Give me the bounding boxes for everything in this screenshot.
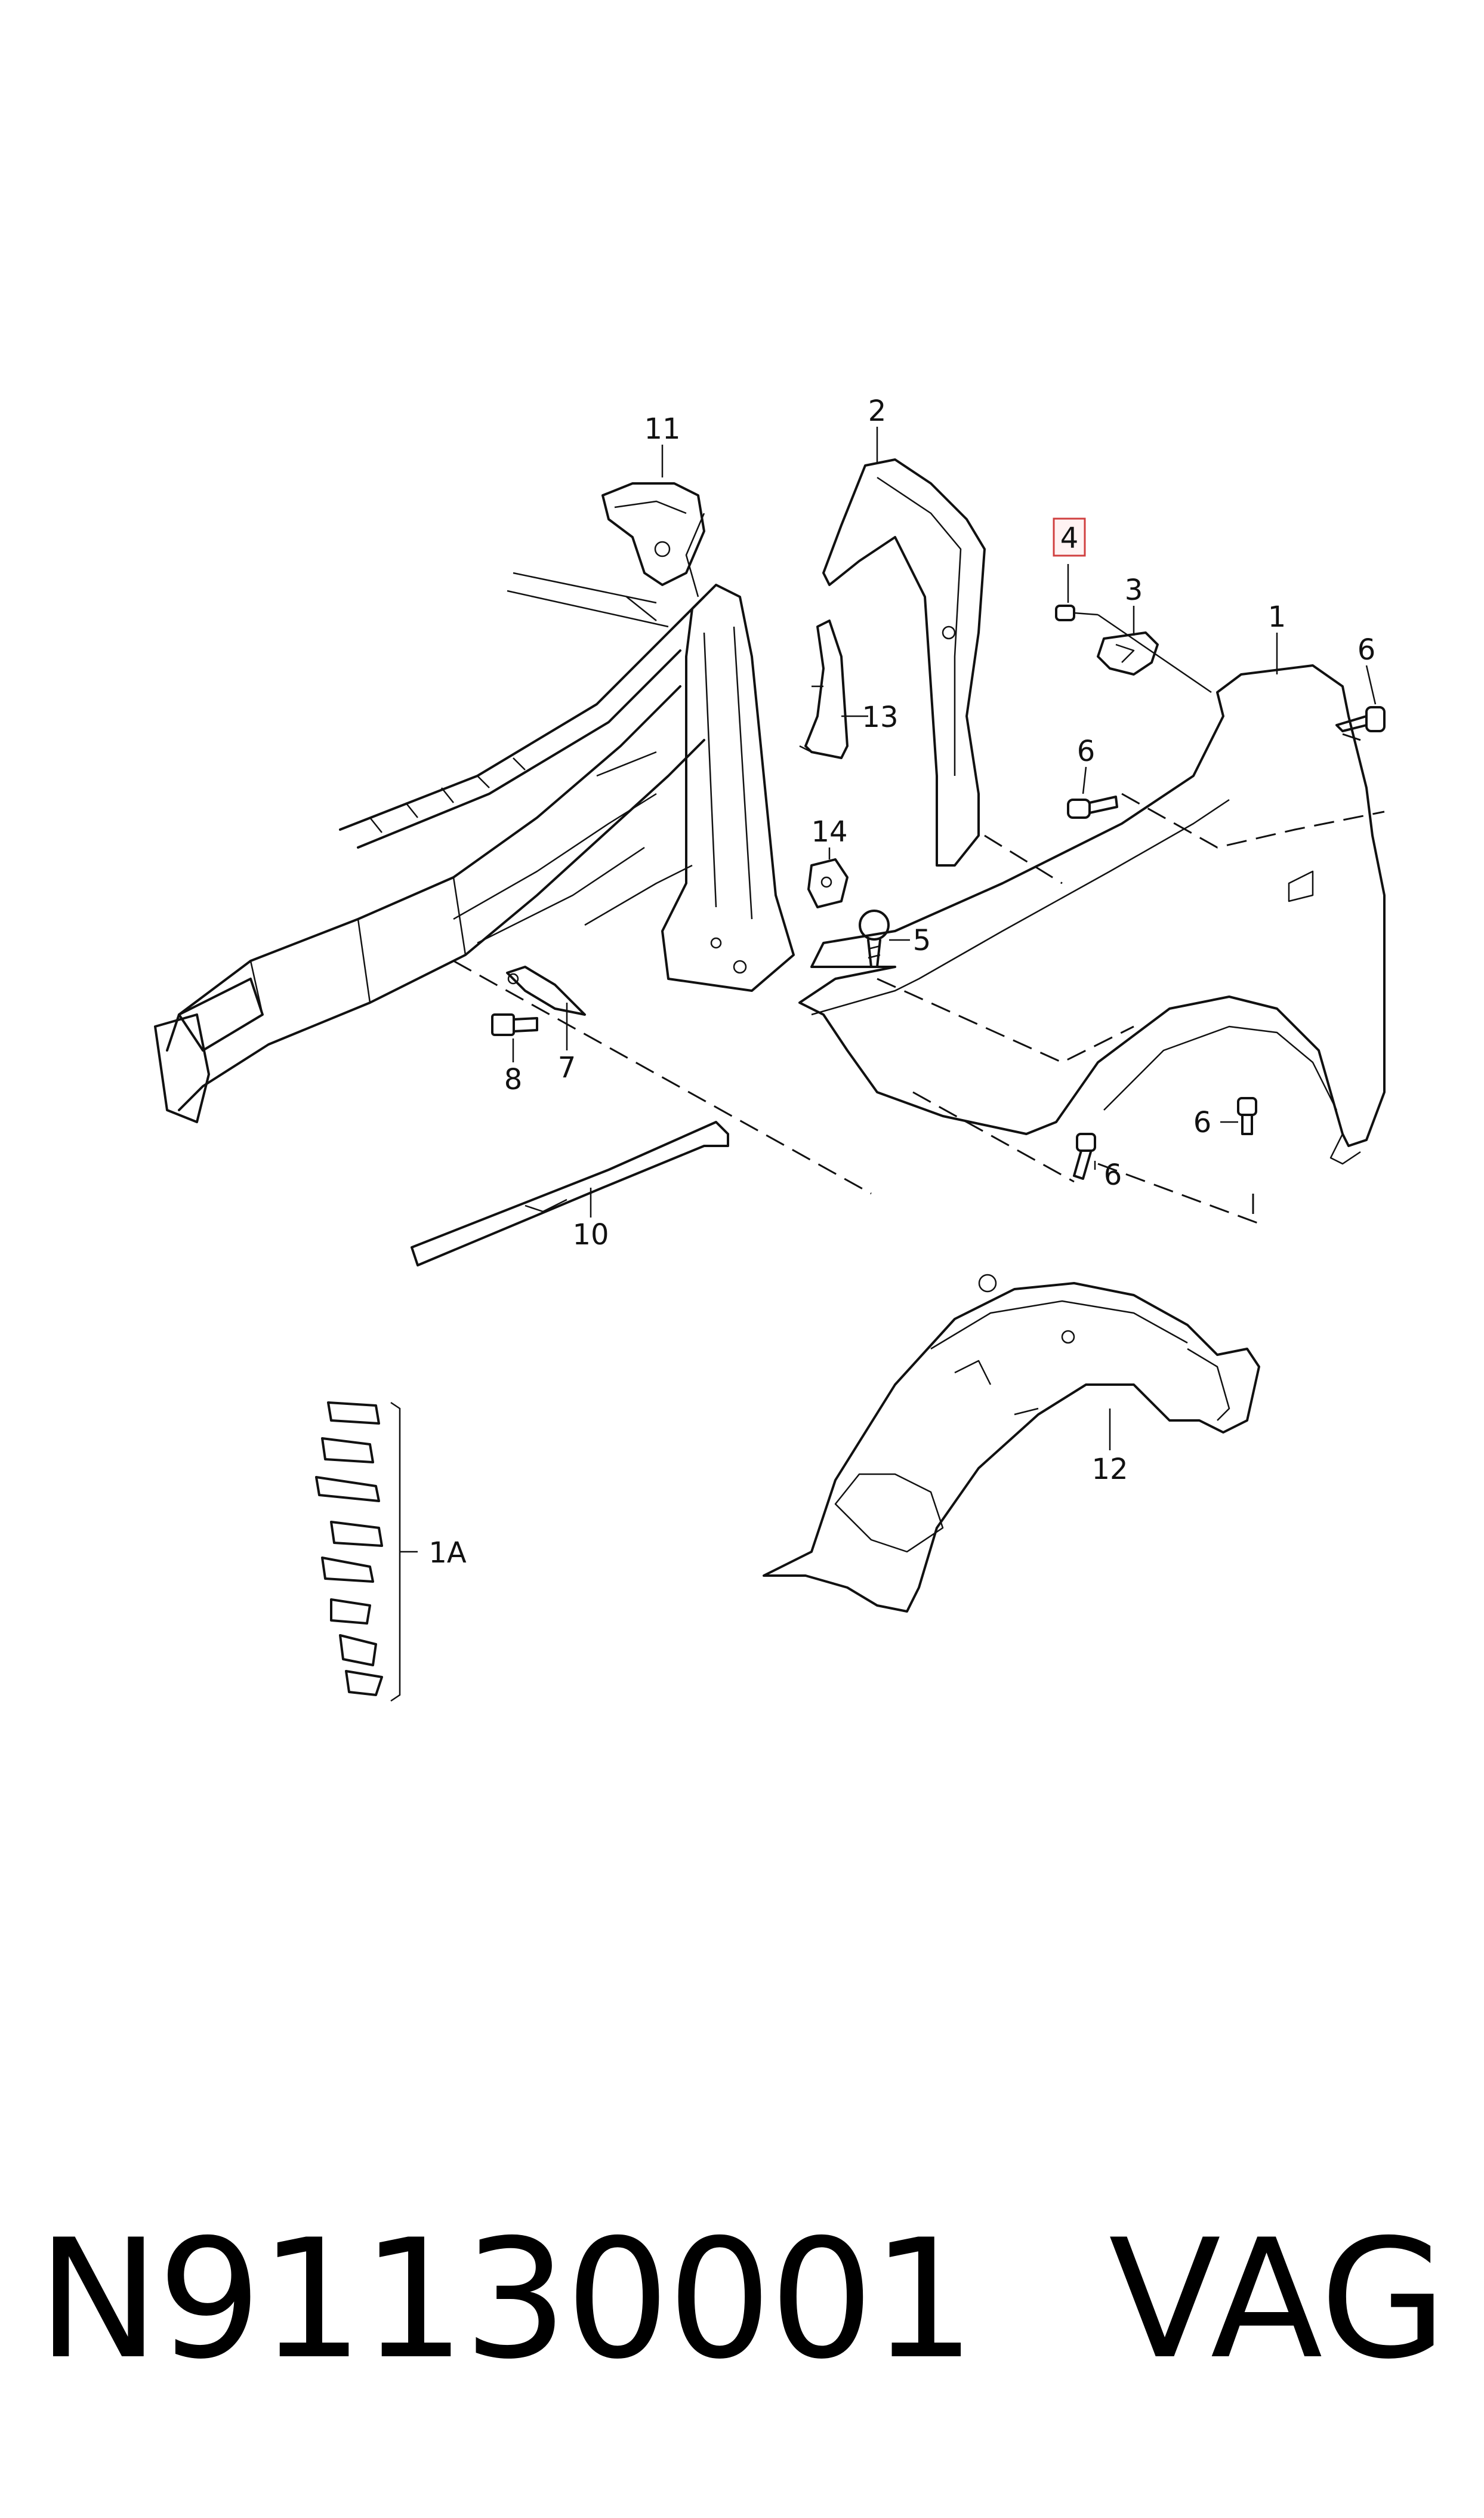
part-6-screw-mid [1067,796,1118,819]
part-3-bracket [1097,631,1159,676]
callout-1: 1 [1268,600,1286,634]
part-1-fender [798,664,1386,1165]
callout-5: 5 [913,924,931,957]
part-14-clip [807,858,849,908]
part-5-screw [859,910,890,968]
callout-labels: 11 2 4 3 1 6 13 6 14 5 8 7 6 6 10 12 1A [428,395,1375,1570]
part-2-pillar-trim [822,458,986,867]
part-12-wheel-liner [763,1274,1260,1613]
callout-7: 7 [558,1051,576,1084]
callout-4: 4 [1060,522,1079,555]
part-4-screw [1055,605,1212,694]
part-number: N91130001 [37,2204,976,2395]
part-7-seal [506,966,586,1016]
mounting-lines [453,733,1385,1225]
callout-6-lower: 6 [1104,1158,1122,1192]
part-6-screw-right [1237,1097,1257,1135]
part-1a-fastener-kit [315,1401,418,1702]
callout-14: 14 [811,815,847,849]
part-6-screw-top [1335,706,1386,732]
callout-2: 2 [868,395,887,428]
callout-13: 13 [862,701,898,734]
brand-name: VAG [1109,2204,1447,2395]
callout-12: 12 [1091,1453,1128,1486]
leader-lines [512,427,1377,1450]
callout-10: 10 [572,1218,609,1252]
callout-4-highlight [1053,517,1086,557]
callout-8: 8 [504,1063,523,1096]
callout-6-top: 6 [1357,633,1376,667]
front-body-structure [154,513,795,1123]
callout-11: 11 [644,412,680,446]
part-13-bracket [799,620,849,759]
part-8-bolt [491,1013,538,1036]
callout-6-right: 6 [1193,1106,1212,1139]
part-6-screw-lower [1073,1133,1096,1180]
part-10-strip [411,1121,729,1266]
callout-3: 3 [1125,574,1143,607]
callout-1a: 1A [428,1536,467,1570]
part-11-bracket [601,482,705,586]
callout-6-mid: 6 [1077,735,1096,768]
